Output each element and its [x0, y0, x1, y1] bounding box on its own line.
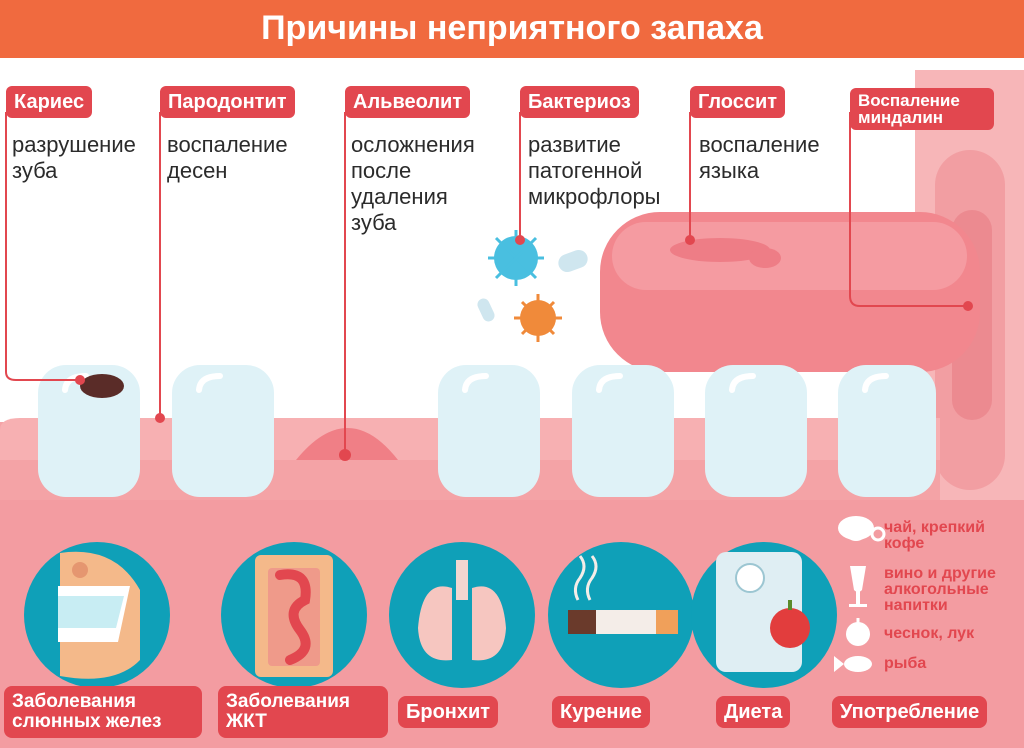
- consumption-item: вино и другие алкогольные напитки: [884, 565, 996, 614]
- tongue-spot: [749, 248, 781, 268]
- cause-label: Глоссит: [690, 86, 786, 118]
- category-label: Курение: [552, 696, 650, 728]
- consumption-item: рыба: [884, 655, 927, 672]
- page-title: Причины неприятного запаха: [261, 9, 763, 47]
- caries-spot: [80, 374, 124, 398]
- tooth: [705, 365, 807, 497]
- salivary-gland-icon: [58, 551, 140, 679]
- bacteria: [477, 230, 588, 342]
- tooth: [838, 365, 936, 497]
- alveolus-socket: [296, 428, 398, 460]
- wine-glass-icon: [849, 566, 867, 607]
- cause-label: Бактериоз: [520, 86, 639, 118]
- consumption-item: чай, крепкий кофе: [884, 519, 985, 552]
- consumption-icon: [834, 516, 886, 672]
- tongue-spot: [670, 238, 770, 262]
- teeth: [38, 365, 936, 497]
- scale-apple-icon: [716, 552, 810, 672]
- tongue-top: [612, 222, 967, 290]
- tooth: [172, 365, 274, 497]
- cause-label: Кариес: [6, 86, 93, 118]
- title-banner: Причины неприятного запаха: [0, 0, 1024, 58]
- garlic-icon: [846, 618, 870, 646]
- category-label: Заболевания слюнных желез: [4, 686, 202, 738]
- cause-label: Альвеолит: [345, 86, 471, 118]
- digestive-tract-icon: [255, 555, 333, 677]
- consumption-item: чеснок, лук: [884, 625, 975, 642]
- category-label: Заболевания ЖКТ: [218, 686, 388, 738]
- cause-label: Пародонтит: [160, 86, 295, 118]
- tooth: [438, 365, 540, 497]
- cigarette-icon: [568, 555, 678, 634]
- category-label: Диета: [716, 696, 791, 728]
- fish-icon: [834, 656, 872, 672]
- coffee-cup-icon: [838, 516, 886, 542]
- cause-label: Воспаление миндалин: [850, 88, 994, 130]
- leader-lines: [5, 112, 968, 455]
- category-label: Бронхит: [398, 696, 499, 728]
- category-label: Употребление: [832, 696, 988, 728]
- tooth: [572, 365, 674, 497]
- tooth: [38, 365, 140, 497]
- lungs-icon: [418, 560, 506, 661]
